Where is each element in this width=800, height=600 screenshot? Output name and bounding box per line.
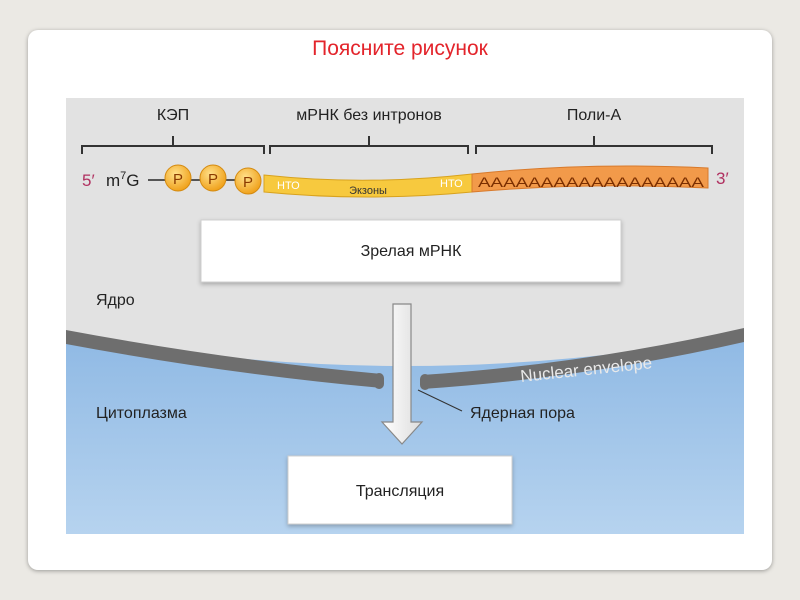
mrna-bracket xyxy=(269,136,469,154)
translation-label: Трансляция xyxy=(356,483,444,500)
utr-right-label: НТО xyxy=(440,178,463,190)
mrna-label: мРНК без интронов xyxy=(296,107,441,124)
phosphate-1: P xyxy=(164,164,192,192)
m7g-label: m7G xyxy=(106,170,140,190)
svg-text:P: P xyxy=(208,171,218,188)
exons-label: Экзоны xyxy=(349,185,387,197)
pore-pointer-line xyxy=(417,389,463,412)
polya-bracket xyxy=(475,136,713,154)
utr-left-label: НТО xyxy=(277,180,300,192)
nuclear-pore-edge-right xyxy=(420,374,430,390)
slide-title: Поясните рисунок xyxy=(312,37,488,60)
mrna-export-diagram: Nuclear envelope КЭП мРНК без интронов П… xyxy=(66,98,744,534)
five-prime-label: 5′ xyxy=(82,171,95,190)
nuclear-envelope-right xyxy=(422,328,744,389)
mature-mrna-box xyxy=(200,219,622,283)
nuclear-pore-label: Ядерная пора xyxy=(470,405,575,422)
phosphate-2: P xyxy=(199,164,227,192)
nuclear-pore-edge-left xyxy=(374,373,384,389)
cap-label: КЭП xyxy=(157,107,189,124)
polya-tail-text: AAAAAAAAAAAAAAAAAA xyxy=(478,174,705,190)
nucleus-label: Ядро xyxy=(96,292,135,309)
polya-label: Поли-А xyxy=(567,107,622,124)
export-arrow xyxy=(380,303,424,445)
cap-bracket xyxy=(81,136,265,154)
three-prime-label: 3′ xyxy=(716,169,729,188)
translation-box xyxy=(287,455,513,525)
svg-text:P: P xyxy=(173,171,183,188)
nuclear-envelope-left xyxy=(66,330,382,388)
mature-mrna-label: Зрелая мРНК xyxy=(361,243,463,260)
polya-tail-band xyxy=(471,165,709,193)
phosphate-3: P xyxy=(234,167,262,195)
cytoplasm-label: Цитоплазма xyxy=(96,405,187,422)
svg-text:P: P xyxy=(243,174,253,191)
